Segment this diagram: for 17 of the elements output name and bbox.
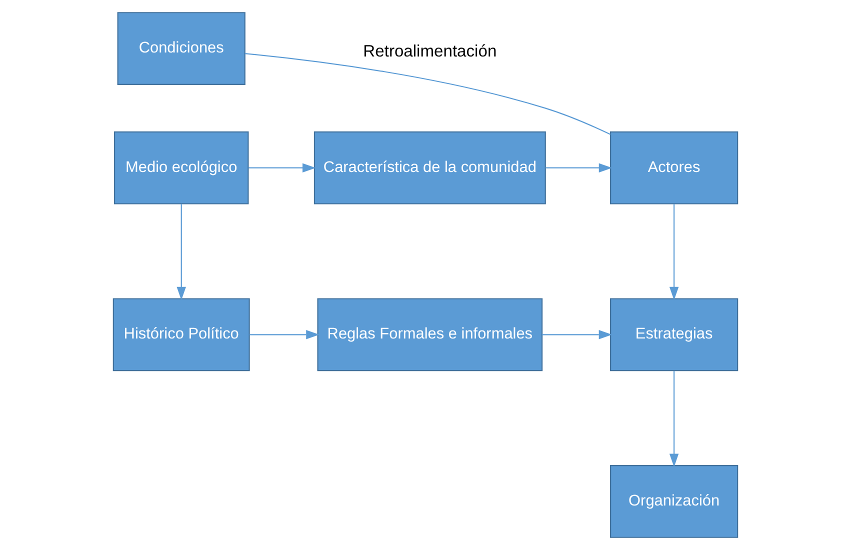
arrow — [176, 204, 186, 300]
node-box: Medio ecológico — [114, 131, 249, 204]
node-box: Organización — [610, 465, 738, 538]
node-box: Condiciones — [117, 12, 246, 85]
arrow — [546, 163, 612, 172]
node-box: Histórico Político — [112, 298, 250, 372]
edge-label: Retroalimentación — [363, 41, 497, 60]
node-box: Actores — [610, 131, 738, 204]
arrow — [249, 330, 320, 340]
arrow — [542, 330, 612, 340]
node-box: Característica de la comunidad — [314, 131, 546, 204]
arrow — [248, 163, 316, 172]
arrow — [669, 204, 679, 300]
node-box: Reglas Formales e informales — [317, 298, 543, 372]
connector — [244, 53, 611, 135]
arrow — [669, 370, 679, 467]
node-box: Estrategias — [610, 298, 738, 372]
